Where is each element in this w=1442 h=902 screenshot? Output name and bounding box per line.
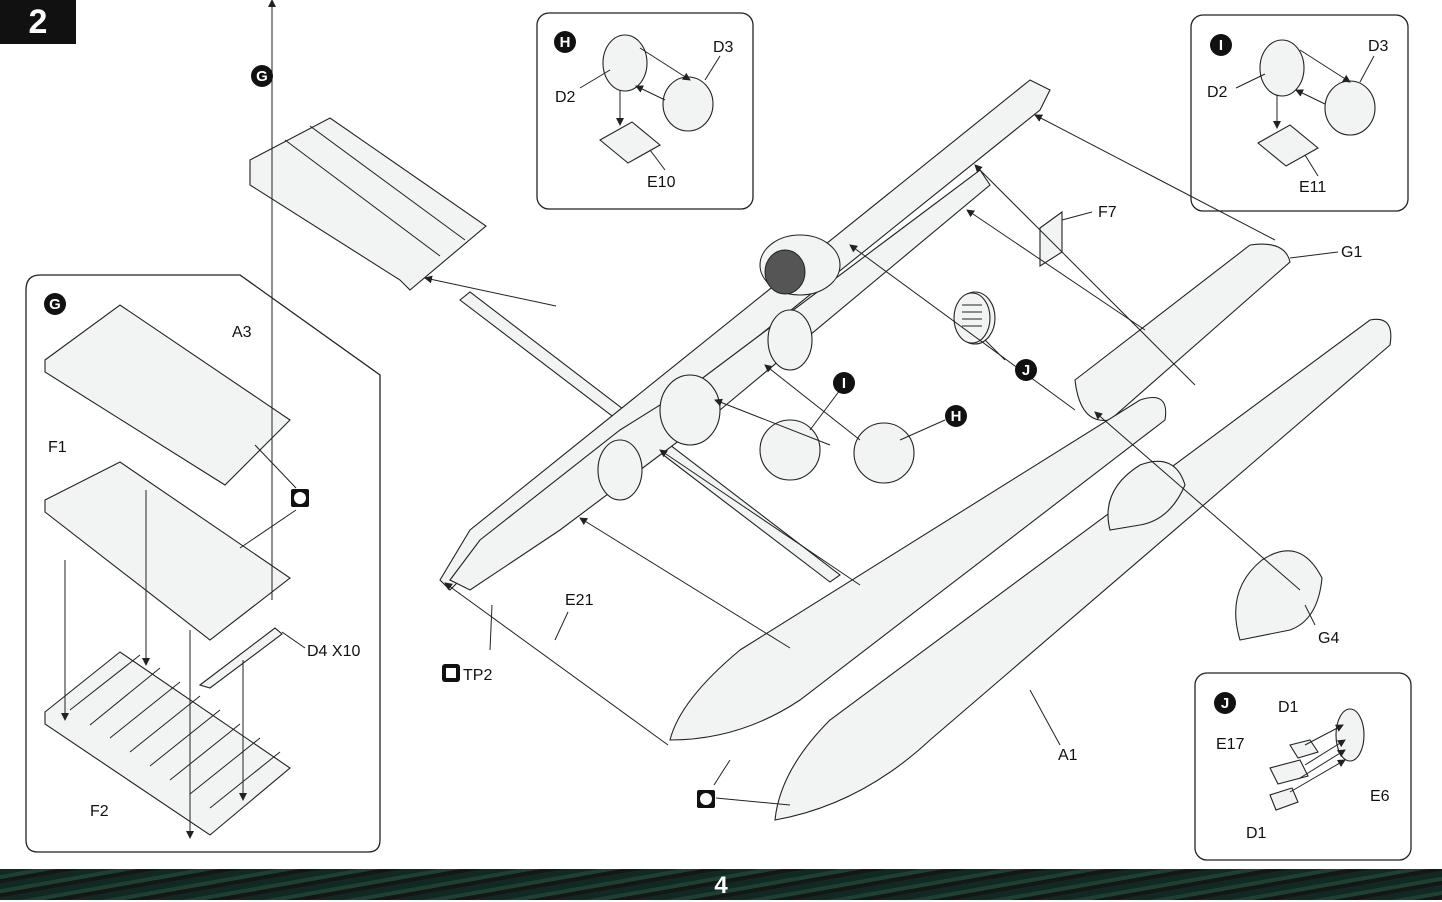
callout-i-main: I: [833, 372, 855, 394]
step-number: 2: [0, 0, 76, 44]
part-d1-top: [1289, 739, 1319, 759]
svg-text:H: H: [951, 408, 962, 425]
svg-text:I: I: [1219, 37, 1223, 54]
label-d2: D2: [555, 89, 576, 106]
part-d1-bottom: [1269, 787, 1299, 811]
label-e11: E11: [1299, 179, 1326, 196]
wing-a3: [44, 304, 291, 486]
label-g1: G1: [1341, 244, 1362, 261]
label-f1: F1: [48, 439, 67, 456]
label-d1-bottom: D1: [1246, 825, 1267, 842]
wing-f1: [44, 461, 291, 641]
glue-icon: [697, 790, 715, 808]
fuselage-right-upper: [669, 396, 1167, 741]
svg-text:H: H: [560, 34, 571, 51]
panel-f7: [1039, 210, 1063, 268]
label-e17: E17: [1216, 736, 1245, 753]
half-sphere-d2: [1259, 39, 1305, 97]
part-e17: [1269, 759, 1309, 785]
svg-text:J: J: [1221, 695, 1229, 712]
svg-text:G: G: [49, 296, 61, 313]
label-d3: D3: [713, 39, 734, 56]
callout-j-box: J: [1214, 692, 1236, 714]
subassembly-box-i: [1190, 14, 1409, 212]
fuselage-a1: [774, 318, 1392, 821]
label-a3: A3: [232, 324, 252, 341]
subassembly-box-j: [1194, 672, 1412, 861]
subassembly-box-g: [25, 274, 381, 853]
plate-e10: [599, 121, 661, 164]
part-tp2: [489, 604, 493, 651]
wing-g-top: [249, 117, 487, 291]
label-d1-top: D1: [1278, 699, 1299, 716]
nose-cone-g4: [1235, 550, 1323, 641]
callout-g-top: G: [251, 65, 273, 87]
callout-g-box: G: [44, 293, 66, 315]
label-e10: E10: [647, 174, 676, 191]
half-sphere-d3: [1324, 80, 1376, 136]
svg-text:G: G: [256, 68, 268, 85]
callout-i-box: I: [1210, 34, 1232, 56]
plate-e11: [1257, 124, 1319, 167]
label-d3: D3: [1368, 38, 1389, 55]
callout-j-main: J: [1015, 359, 1037, 381]
nose-cone-upper: [1107, 460, 1186, 531]
label-e6: E6: [1370, 788, 1390, 805]
callout-h-main: H: [945, 405, 967, 427]
fuselage-half-g1: [1074, 243, 1291, 422]
hatch-j: [953, 292, 991, 344]
half-sphere-d3: [662, 76, 714, 132]
label-g4: G4: [1318, 630, 1339, 647]
half-sphere-d2: [602, 34, 648, 92]
svg-text:J: J: [1022, 362, 1030, 379]
page-footer: 4: [0, 869, 1442, 900]
photo-etch-icon: [442, 664, 460, 682]
label-d2: D2: [1207, 84, 1228, 101]
rib-d4: [198, 627, 283, 689]
sphere-h: [853, 422, 915, 484]
label-f7: F7: [1098, 204, 1117, 221]
svg-text:I: I: [842, 375, 846, 392]
label-tp2: TP2: [463, 667, 492, 684]
ribs-f2: [69, 654, 281, 809]
glue-icon: [291, 489, 309, 507]
label-f2: F2: [90, 803, 109, 820]
page-number: 4: [714, 872, 728, 899]
callout-h-box: H: [554, 31, 576, 53]
label-a1: A1: [1058, 747, 1078, 764]
label-d4: D4 X10: [307, 643, 360, 660]
wing-f2: [44, 651, 291, 836]
panel-e6: [1335, 708, 1365, 762]
label-e21: E21: [565, 592, 594, 609]
subassembly-box-h: [536, 12, 754, 210]
